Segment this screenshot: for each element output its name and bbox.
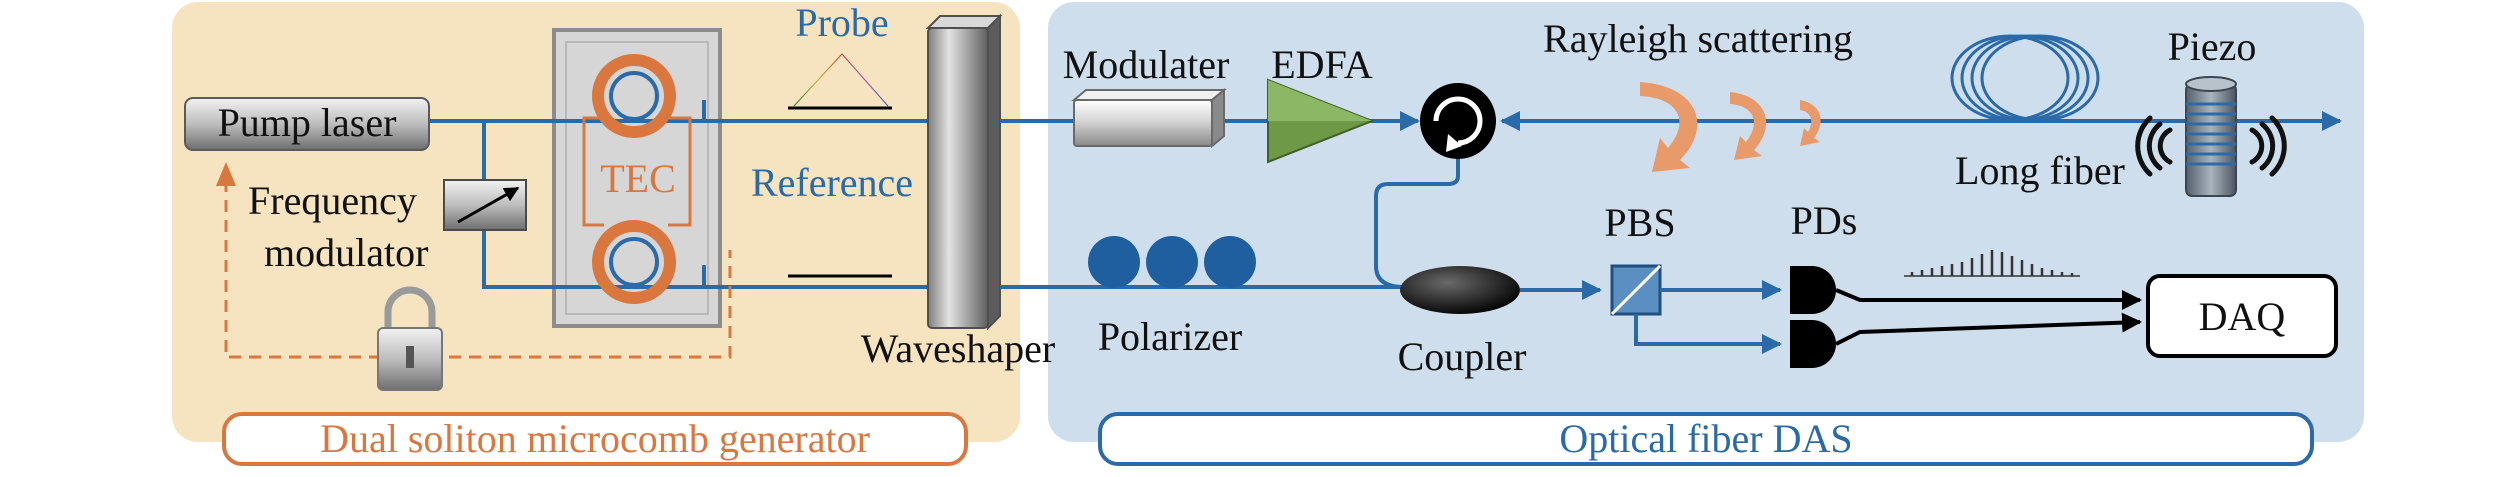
edfa-label: EDFA [1271,42,1373,87]
interferogram-signal-icon [1904,250,2080,277]
long-fiber-label: Long fiber [1955,148,2125,193]
frequency-modulator-label-1: Frequency [248,178,417,223]
left-panel-title: Dual soliton microcomb generator [320,416,870,461]
microring-reference [592,220,676,304]
waveshaper [927,27,989,329]
rayleigh-scattering-label: Rayleigh scattering [1543,16,1853,61]
tec-wire [582,116,692,227]
photodetector-2 [1790,320,1836,368]
polarizer-label: Polarizer [1098,314,1242,359]
modulater-label: Modulater [1063,42,1230,87]
probe-spectrum-icon [788,53,892,110]
frequency-modulator-label-2: modulator [264,230,428,275]
piezo-icon [2135,76,2287,197]
right-panel-title: Optical fiber DAS [1559,416,1852,461]
probe-label: Probe [795,0,888,45]
daq-box [2146,274,2338,358]
pd2-to-daq-wire [1835,312,2142,346]
right-panel-title-box [1098,412,2314,466]
tec-label: TEC [600,156,676,201]
circulator-to-coupler-fiber [1374,159,1460,289]
modulater [1073,99,1213,147]
reference-spectrum-icon [788,224,892,278]
backscatter-arrows-icon [1640,82,1821,172]
pds-label: PDs [1791,198,1858,243]
fiber-spool-icon [1950,34,2100,122]
pbs-to-pd2-fiber [1634,314,1782,354]
waveshaper-label: Waveshaper [861,326,1055,371]
pbs-label: PBS [1604,200,1675,245]
lock-icon [377,286,443,391]
polarizer-paddles-icon [1088,236,1256,288]
photodetector-1 [1790,266,1836,314]
pd1-to-daq-wire [1835,288,2142,310]
coupler-label: Coupler [1398,334,1527,379]
reference-fiber [482,121,928,289]
feedback-loop [224,180,732,359]
right-panel-background [1048,2,2364,442]
piezo-label: Piezo [2168,24,2257,69]
circulator-icon [1420,83,1496,159]
pump-laser-label: Pump laser [218,100,397,145]
daq-label: DAQ [2199,294,2286,339]
microring-probe [592,54,676,138]
reference-label: Reference [751,160,913,205]
tec-plate [552,28,722,328]
coupler [1400,266,1520,314]
left-panel-title-box [222,412,968,466]
pump-laser [184,97,430,151]
